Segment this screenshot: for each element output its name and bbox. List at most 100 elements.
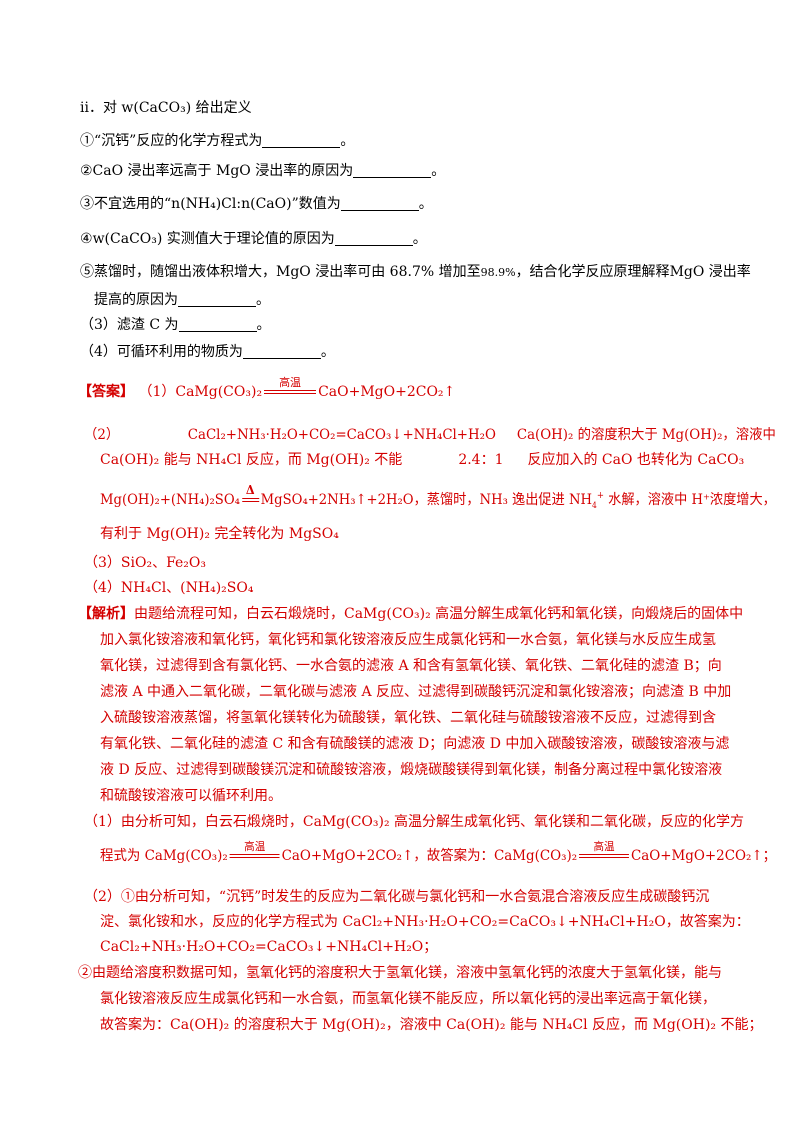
answer-blank bbox=[353, 163, 432, 178]
analysis-line-15: 氯化铵溶液反应生成氯化钙和一水合氨，而氢氧化镁不能反应，所以氧化钙的浸出率远高于… bbox=[100, 989, 716, 1009]
question-4-text-c: 实测值大于理论值的原因为 bbox=[166, 231, 335, 247]
question-3-formula: n(NH₄)Cl:n(CaO) bbox=[171, 196, 292, 212]
answer-line-6: （3）SiO₂、Fe₂O₃ bbox=[84, 553, 206, 573]
answer-2-reason-3: 反应加入的 CaO 也转化为 CaCO₃ bbox=[527, 452, 745, 468]
question-4-text-a: ④ bbox=[80, 231, 93, 247]
analysis-p2b-prefix: 程式为 CaMg(CO₃)₂ bbox=[100, 848, 228, 864]
answer-blank bbox=[334, 231, 413, 246]
analysis-p2b-mid: CaO+MgO+2CO₂↑，故答案为：CaMg(CO₃)₂ bbox=[281, 848, 578, 864]
question-4: ④w(CaCO₃) 实测值大于理论值的原因为 。 bbox=[80, 229, 427, 249]
analysis-p1-6: 液 D 反应、过滤得到碳酸镁沉淀和硫酸铵溶液，煅烧碳酸镁得到氧化镁，制备分离过程… bbox=[100, 762, 723, 778]
answer-line-2: （2） CaCl₂+NH₃·H₂O+CO₂=CaCO₃↓+NH₄Cl+H₂O Ca(… bbox=[84, 425, 776, 445]
question-5: ⑤蒸馏时，随馏出液体积增大，MgO 浸出率可由 68.7% 增加至98.9%，结… bbox=[80, 262, 751, 283]
analysis-line-8: 和硫酸铵溶液可以循环利用。 bbox=[100, 786, 282, 806]
question-4-formula: w(CaCO₃) bbox=[92, 231, 163, 247]
period: 。 bbox=[431, 163, 446, 179]
question-5-text-h: 提高的原因为 bbox=[94, 292, 178, 308]
answer-1-suffix: CaO+MgO+2CO₂↑ bbox=[318, 384, 456, 400]
answer-2-last: 有利于 Mg(OH)₂ 完全转化为 MgSO₄ bbox=[100, 526, 339, 542]
question-1: ①“沉钙”反应的化学方程式为 。 bbox=[80, 131, 354, 151]
answer-blank bbox=[262, 133, 341, 148]
analysis-tag: 【解析】 bbox=[78, 606, 134, 622]
analysis-line-11: （2）①由分析可知，“沉钙”时发生的反应为二氧化碳与氯化钙和一水合氨混合溶液反应… bbox=[84, 887, 709, 907]
period: 。 bbox=[256, 292, 270, 308]
period: 。 bbox=[412, 231, 427, 247]
analysis-line-14: ②由题给溶度积数据可知，氢氧化钙的溶度积大于氢氧化镁，溶液中氢氧化钙的浓度大于氢… bbox=[78, 963, 722, 983]
analysis-line-13: CaCl₂+NH₃·H₂O+CO₂=CaCO₃↓+NH₄Cl+H₂O； bbox=[100, 937, 437, 957]
question-5-percent: 98.9% bbox=[480, 266, 516, 279]
question-1-text: ①“沉钙”反应的化学方程式为 bbox=[80, 133, 263, 149]
period: 。 bbox=[340, 133, 355, 149]
analysis-line-9: （1）由分析可知，白云石煅烧时，CaMg(CO₃)₂ 高温分解生成氧化钙、氧化镁… bbox=[84, 812, 744, 832]
question-2-text-b: MgO 浸出率的原因为 bbox=[216, 163, 354, 179]
analysis-p1-3: 滤液 A 中通入二氧化碳，二氧化碳与滤液 A 反应、过滤得到碳酸钙沉淀和氯化铵溶… bbox=[100, 684, 732, 700]
analysis-line-16: 故答案为：Ca(OH)₂ 的溶度积大于 Mg(OH)₂，溶液中 Ca(OH)₂ … bbox=[100, 1015, 762, 1035]
definition-text: ii．对 w(CaCO₃) 给出定义 bbox=[80, 100, 252, 116]
question-3: ③不宜选用的“n(NH₄)Cl:n(CaO)”数值为。 bbox=[80, 194, 433, 214]
analysis-line-6: 有氧化铁、二氧化硅的滤渣 C 和含有硫酸镁的滤液 D；向滤液 D 中加入碳酸铵溶… bbox=[100, 734, 729, 754]
answer-3: （3）SiO₂、Fe₂O₃ bbox=[84, 555, 207, 571]
answer-2-number: （2） bbox=[84, 427, 120, 443]
question-3-text-a: ③不宜选用的“ bbox=[80, 196, 172, 212]
analysis-p4-0: ②由题给溶度积数据可知，氢氧化钙的溶度积大于氢氧化镁，溶液中氢氧化钙的浓度大于氢… bbox=[78, 965, 722, 981]
answer-2-reason-2: Ca(OH)₂ 能与 NH₄Cl 反应，而 Mg(OH)₂ 不能 bbox=[100, 452, 403, 468]
question-5-text-e: ，结合化学反应原理解释 bbox=[515, 264, 670, 280]
answer-2-equation: CaCl₂+NH₃·H₂O+CO₂=CaCO₃↓+NH₄Cl+H₂O bbox=[187, 427, 496, 443]
question-7: （4）可循环利用的物质为 。 bbox=[80, 342, 335, 362]
analysis-p3-0: （2）①由分析可知，“沉钙”时发生的反应为二氧化碳与氯化钙和一水合氨混合溶液反应… bbox=[84, 889, 710, 905]
question-5-mgo: MgO bbox=[276, 264, 311, 280]
answer-line-5: 有利于 Mg(OH)₂ 完全转化为 MgSO₄ bbox=[100, 524, 339, 544]
analysis-p1-5: 有氧化铁、二氧化硅的滤渣 C 和含有硫酸镁的滤液 D；向滤液 D 中加入碳酸铵溶… bbox=[100, 736, 730, 752]
definition-line: ii．对 w(CaCO₃) 给出定义 bbox=[80, 98, 252, 118]
analysis-line-12: 淀、氯化铵和水，反应的化学方程式为 CaCl₂+NH₃·H₂O+CO₂=CaCO… bbox=[100, 912, 750, 932]
analysis-line-2: 加入氯化铵溶液和氧化钙，氧化钙和氯化铵溶液反应生成氯化钙和一水合氨，氧化镁与水反… bbox=[100, 630, 716, 650]
condition-heat: Δ bbox=[240, 483, 261, 506]
analysis-p3-1: 淀、氯化铵和水，反应的化学方程式为 CaCl₂+NH₃·H₂O+CO₂=CaCO… bbox=[100, 914, 750, 930]
analysis-p1-7: 和硫酸铵溶液可以循环利用。 bbox=[100, 788, 282, 804]
answer-2-ratio: 2.4：1 bbox=[458, 452, 504, 468]
question-2: ②CaO 浸出率远高于 MgO 浸出率的原因为 。 bbox=[80, 161, 445, 181]
question-5-text-g: 浸出率 bbox=[708, 264, 751, 280]
analysis-p1-4: 入硫酸铵溶液蒸馏，将氢氧化镁转化为硫酸镁，氧化铁、二氧化硅与硫酸铵溶液不反应，过… bbox=[100, 710, 716, 726]
answer-blank bbox=[178, 292, 256, 307]
condition-high-temp: 高温 bbox=[228, 840, 282, 862]
analysis-p2a: （1）由分析可知，白云石煅烧时，CaMg(CO₃)₂ 高温分解生成氧化钙、氧化镁… bbox=[84, 814, 745, 830]
answer-line-3: Ca(OH)₂ 能与 NH₄Cl 反应，而 Mg(OH)₂ 不能 2.4：1 反应加… bbox=[100, 450, 744, 470]
answer-line-7: （4）NH₄Cl、(NH₄)₂SO₄ bbox=[84, 578, 253, 598]
analysis-line-3: 氧化镁，过滤得到含有氯化钙、一水合氨的滤液 A 和含有氢氧化镁、氧化铁、二氧化硅… bbox=[100, 656, 722, 676]
answer-blank bbox=[178, 317, 257, 332]
answer-2-reason-1: Ca(OH)₂ 的溶度积大于 Mg(OH)₂，溶液中 bbox=[516, 427, 776, 443]
analysis-p1-1: 加入氯化铵溶液和氧化钙，氧化钙和氯化铵溶液反应生成氯化钙和一水合氨，氧化镁与水反… bbox=[100, 632, 716, 648]
analysis-p1-0: 由题给流程可知，白云石煅烧时，CaMg(CO₃)₂ 高温分解生成氧化钙和氧化镁，… bbox=[134, 606, 744, 622]
analysis-line-7: 液 D 反应、过滤得到碳酸镁沉淀和硫酸铵溶液，煅烧碳酸镁得到氧化镁，制备分离过程… bbox=[100, 760, 722, 780]
answer-blank bbox=[340, 196, 419, 211]
analysis-p4-1: 氯化铵溶液反应生成氯化钙和一水合氨，而氢氧化镁不能反应，所以氧化钙的浸出率远高于… bbox=[100, 991, 716, 1007]
condition-high-temp: 高温 bbox=[262, 376, 318, 398]
question-5-cont: 提高的原因为 。 bbox=[94, 290, 270, 310]
question-5-text-a: ⑤蒸馏时，随馏出液体积增大， bbox=[80, 264, 276, 280]
period: 。 bbox=[320, 344, 335, 360]
analysis-p2b-suffix: CaO+MgO+2CO₂↑； bbox=[630, 848, 777, 864]
analysis-p1-2: 氧化镁，过滤得到含有氯化钙、一水合氨的滤液 A 和含有氢氧化镁、氧化铁、二氧化硅… bbox=[100, 658, 722, 674]
condition-high-temp: 高温 bbox=[577, 840, 631, 862]
analysis-line-5: 入硫酸铵溶液蒸馏，将氢氧化镁转化为硫酸镁，氧化铁、二氧化硅与硫酸铵溶液不反应，过… bbox=[100, 708, 716, 728]
answer-2-eq2-left: Mg(OH)₂+(NH₄)₂SO₄ bbox=[100, 492, 240, 508]
analysis-p4-2: 故答案为：Ca(OH)₂ 的溶度积大于 Mg(OH)₂，溶液中 Ca(OH)₂ … bbox=[100, 1017, 763, 1033]
question-5-text-c: 浸出率可由 68.7% 增加至 bbox=[315, 264, 481, 280]
answer-blank bbox=[242, 344, 321, 359]
answer-tag: 【答案】 bbox=[78, 384, 134, 400]
question-6: （3）滤渣 C 为 。 bbox=[80, 315, 271, 335]
question-5-mgo-2: MgO bbox=[669, 264, 705, 280]
analysis-line-1: 【解析】由题给流程可知，白云石煅烧时，CaMg(CO₃)₂ 高温分解生成氧化钙和… bbox=[78, 604, 743, 624]
question-6-text: （3）滤渣 C 为 bbox=[80, 317, 179, 333]
question-2-text-a: ②CaO 浸出率远高于 bbox=[80, 163, 212, 179]
answer-1-prefix: （1）CaMg(CO₃)₂ bbox=[138, 384, 263, 400]
question-3-text-c: ”数值为 bbox=[291, 196, 341, 212]
analysis-line-4: 滤液 A 中通入二氧化碳，二氧化碳与滤液 A 反应、过滤得到碳酸钙沉淀和氯化铵溶… bbox=[100, 682, 731, 702]
period: 。 bbox=[256, 317, 271, 333]
question-7-text: （4）可循环利用的物质为 bbox=[80, 344, 243, 360]
